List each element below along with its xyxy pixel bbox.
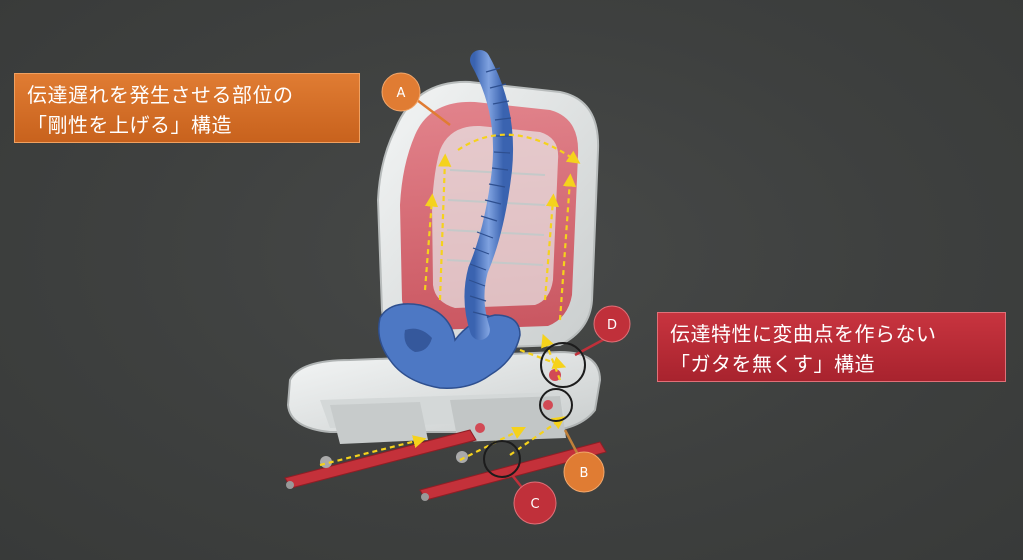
- marker-d-badge: D: [593, 305, 631, 343]
- marker-b-badge: B: [563, 451, 605, 493]
- seat-rails: [284, 429, 607, 501]
- stiffness-callout: 伝達遅れを発生させる部位の 「剛性を上げる」構造: [14, 73, 360, 143]
- marker-b-label: B: [580, 466, 589, 481]
- no-play-callout-line2: 「ガタを無くす」構造: [670, 352, 875, 376]
- stiffness-callout-line1: 伝達遅れを発生させる部位の: [27, 83, 294, 107]
- seat-cushion-frame: [286, 350, 602, 444]
- force-flow-arrows: [319, 133, 581, 467]
- detail-highlight-circles: [483, 342, 586, 478]
- marker-c-badge: C: [513, 481, 557, 525]
- marker-d-label: D: [607, 318, 617, 333]
- marker-c-label: C: [530, 497, 539, 512]
- no-play-callout-line1: 伝達特性に変曲点を作らない: [670, 322, 937, 346]
- no-play-callout: 伝達特性に変曲点を作らない 「ガタを無くす」構造: [657, 312, 1006, 382]
- spine-bone: [464, 50, 514, 340]
- stiffness-callout-line2: 「剛性を上げる」構造: [27, 113, 232, 137]
- marker-a-badge: A: [381, 72, 421, 112]
- marker-a-label: A: [397, 86, 406, 101]
